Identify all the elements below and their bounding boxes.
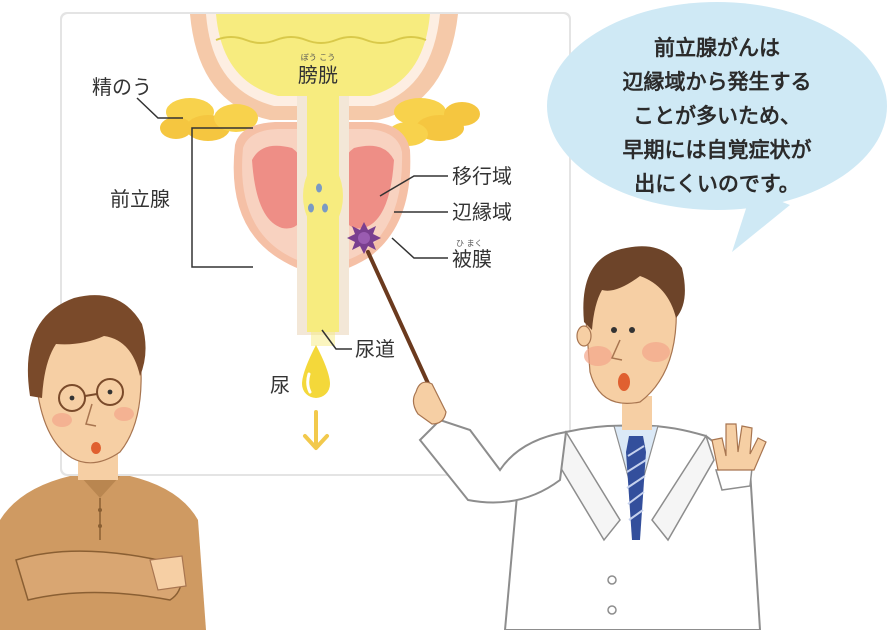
anatomy-panel: ぼう こう 膀胱 精のう 前立腺 移行域 辺縁域 ひ まく 被膜 尿道 尿 bbox=[60, 12, 571, 476]
urine-drop bbox=[302, 345, 330, 398]
bladder-label: 膀胱 bbox=[298, 63, 338, 87]
speech-line-5: 出にくいのです。 bbox=[634, 172, 799, 196]
speech-line-2: 辺縁域から発生する bbox=[623, 70, 812, 94]
urine-flow-arrow bbox=[303, 410, 329, 450]
speech-line-4: 早期には自覚症状が bbox=[623, 138, 812, 162]
bladder-reading: ぼう こう bbox=[301, 53, 336, 62]
doctor-illustration bbox=[366, 246, 767, 630]
speech-line-1: 前立腺がんは bbox=[654, 36, 780, 60]
urethra-label: 尿道 bbox=[355, 337, 395, 361]
capsule-label: 被膜 bbox=[452, 247, 492, 271]
speech-line-3: ことが多いため、 bbox=[633, 104, 801, 128]
leader-lines bbox=[136, 97, 448, 350]
tumor-marker bbox=[347, 222, 381, 254]
transition-zone-label: 移行域 bbox=[452, 164, 512, 188]
capsule-reading: ひ まく bbox=[456, 239, 483, 248]
urine-label: 尿 bbox=[270, 373, 290, 397]
urethra bbox=[297, 96, 349, 346]
seminal-vesicle-right bbox=[388, 98, 480, 146]
prostate-label: 前立腺 bbox=[110, 187, 170, 211]
patient-illustration bbox=[0, 295, 206, 630]
speech-bubble: 前立腺がんは 辺縁域から発生する ことが多いため、 早期には自覚症状が 出にくい… bbox=[547, 2, 887, 252]
seminal-vesicle-label: 精のう bbox=[92, 75, 152, 99]
bladder bbox=[190, 14, 458, 120]
peripheral-zone-label: 辺縁域 bbox=[452, 200, 512, 224]
